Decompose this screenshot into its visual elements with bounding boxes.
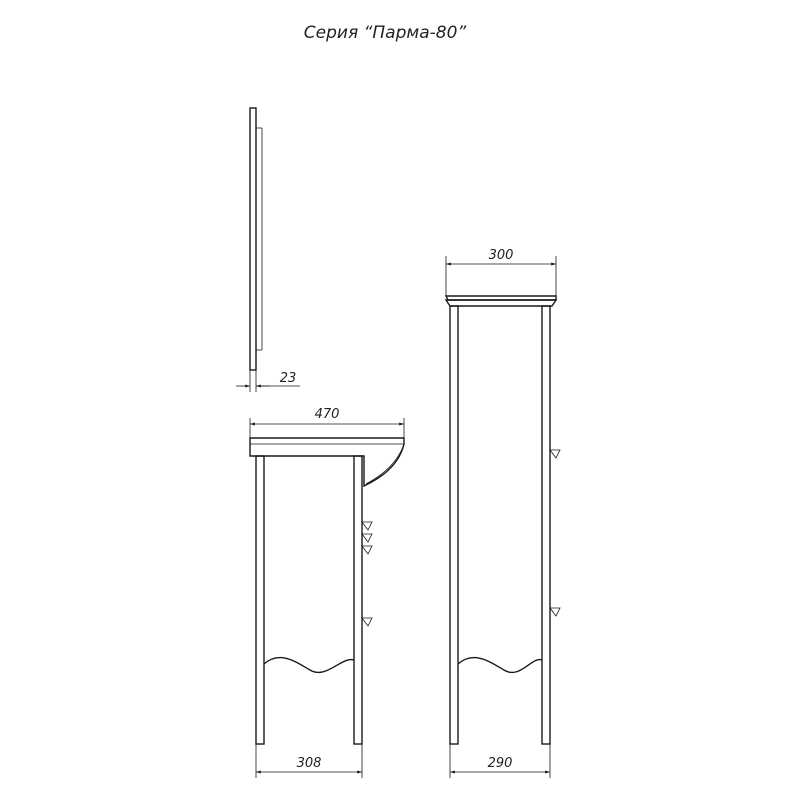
- dimension-column-top: 300: [445, 248, 557, 296]
- dimension-label-vanity-top: 470: [315, 407, 340, 422]
- vanity-side-view: [249, 437, 405, 745]
- dimension-column-base: 290: [449, 744, 551, 778]
- dimension-label-column-top: 300: [489, 248, 514, 263]
- dimension-label-column-base: 290: [488, 756, 513, 771]
- dimension-mirror-depth: 23: [236, 371, 300, 388]
- page-title: Серия “Парма-80”: [304, 23, 467, 43]
- column-side-view: [444, 295, 561, 745]
- dimension-label-vanity-base: 308: [297, 756, 322, 771]
- dimension-vanity-top: 470: [249, 407, 405, 438]
- dimension-label-mirror-depth: 23: [280, 371, 297, 386]
- mirror-side-view: [249, 107, 263, 392]
- dimension-vanity-base: 308: [255, 744, 363, 778]
